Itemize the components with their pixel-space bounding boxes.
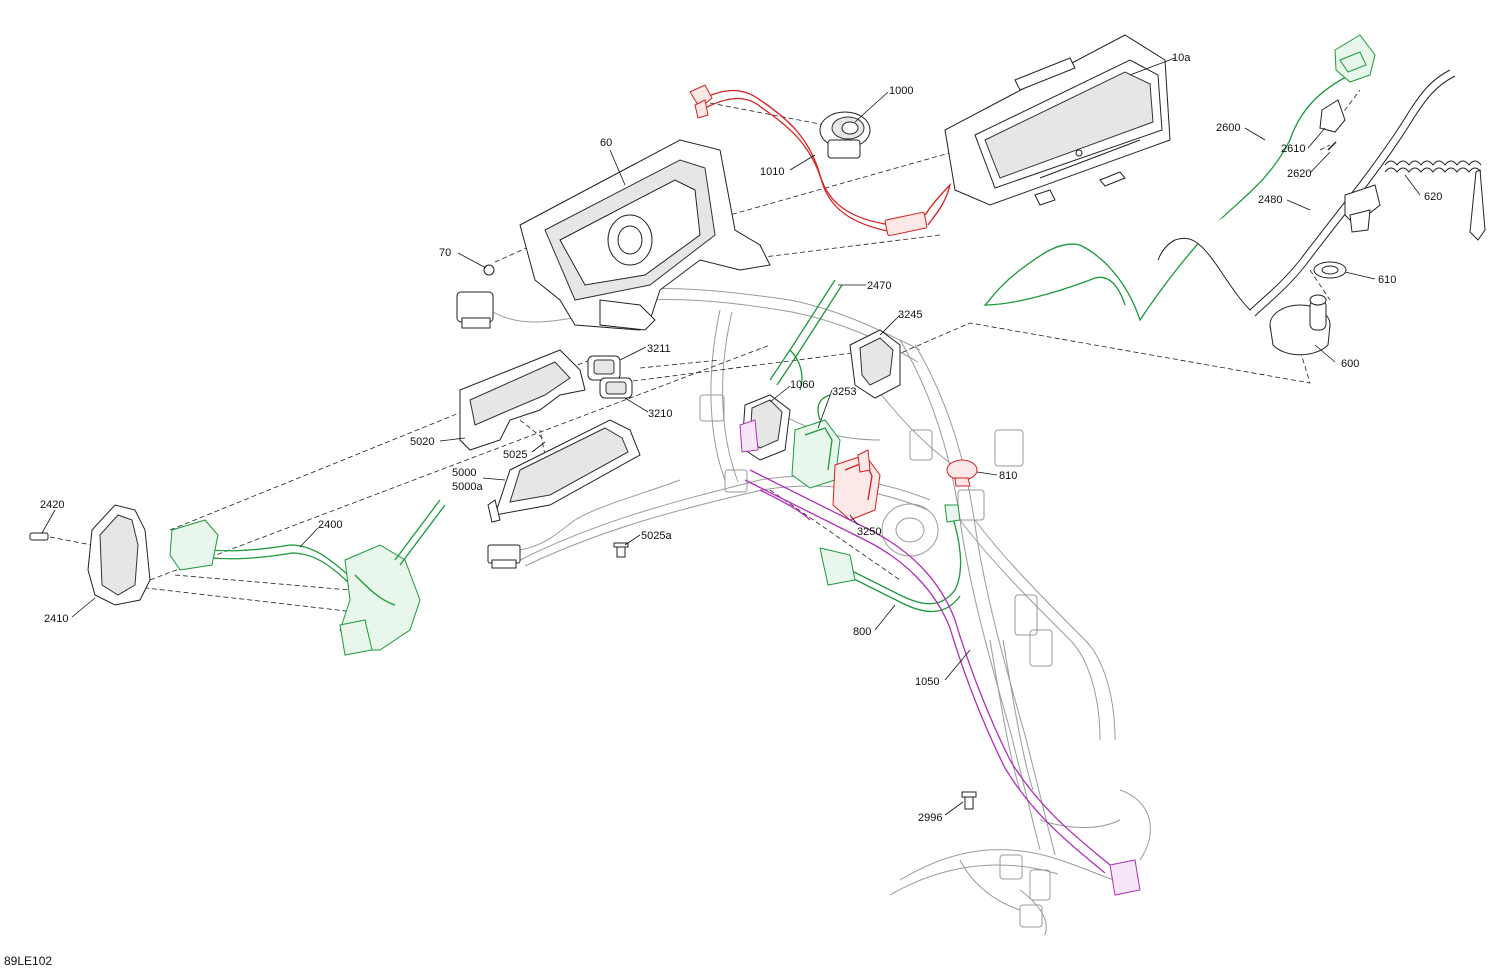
- label-1060: 1060: [790, 379, 814, 391]
- label-10a: 10a: [1172, 52, 1191, 64]
- label-620: 620: [1424, 191, 1442, 203]
- instrument-cluster: [944, 34, 1171, 206]
- part-labels: 10a 1000 1010 60 70 2600 2610 2620 620 2…: [40, 52, 1442, 824]
- bracket-side-connector: [456, 291, 591, 329]
- steering-frame: [519, 287, 1151, 936]
- label-810: 810: [999, 470, 1017, 482]
- power-outlet: [819, 111, 871, 159]
- label-5000: 5000: [452, 467, 476, 479]
- label-5000a: 5000a: [452, 481, 483, 493]
- label-3253: 3253: [832, 386, 856, 398]
- red-plug-810: [946, 459, 978, 487]
- label-2470: 2470: [867, 280, 891, 292]
- outlet-harness: [689, 84, 952, 237]
- label-60: 60: [600, 137, 612, 149]
- label-2620: 2620: [1287, 168, 1311, 180]
- label-3245: 3245: [898, 309, 922, 321]
- label-70: 70: [439, 247, 451, 259]
- label-1010: 1010: [760, 166, 784, 178]
- label-2400: 2400: [318, 519, 342, 531]
- label-2420: 2420: [40, 499, 64, 511]
- screw-5025a: [613, 542, 629, 558]
- throttle-rod: [1157, 69, 1456, 317]
- label-1050: 1050: [915, 676, 939, 688]
- harness-1050: [744, 469, 1141, 896]
- upper-right-harness: [983, 34, 1376, 322]
- label-600: 600: [1341, 358, 1359, 370]
- green-tube-2470: [769, 279, 843, 391]
- connectors-3211-3210: [587, 355, 633, 399]
- label-2410: 2410: [44, 613, 68, 625]
- label-2996: 2996: [918, 812, 942, 824]
- console-5000: [487, 419, 641, 523]
- switch-3250: [832, 449, 881, 521]
- label-800: 800: [853, 626, 871, 638]
- label-3211: 3211: [647, 343, 671, 355]
- label-1000: 1000: [889, 85, 913, 97]
- label-2600: 2600: [1216, 122, 1240, 134]
- ring-610: [1313, 261, 1347, 279]
- label-5025a: 5025a: [641, 530, 672, 542]
- label-2610: 2610: [1281, 143, 1305, 155]
- console-5020: [459, 349, 586, 451]
- handlebar-switch-2400: [169, 499, 446, 656]
- leader-lines: [41, 57, 1421, 816]
- ignition-switch: [1269, 294, 1331, 356]
- harness-800: [819, 504, 962, 613]
- coiled-cord: [1344, 160, 1486, 241]
- label-5020: 5020: [410, 436, 434, 448]
- label-610: 610: [1378, 274, 1396, 286]
- left-cover-2410: [87, 504, 151, 606]
- assembly-lines: [49, 89, 1361, 613]
- left-harness-branch: [487, 479, 681, 569]
- switch-1060: [739, 394, 791, 461]
- switch-3253: [791, 394, 841, 489]
- label-5025: 5025: [503, 449, 527, 461]
- document-reference: 89LE102: [4, 954, 53, 968]
- label-3210: 3210: [648, 408, 672, 420]
- clip-2610: [1319, 99, 1346, 151]
- screw-2996: [961, 791, 977, 810]
- switch-3245: [849, 329, 901, 399]
- cluster-bracket: [519, 139, 771, 331]
- bracket-screw: [483, 264, 495, 276]
- screw-2420: [29, 532, 49, 541]
- label-2480: 2480: [1258, 194, 1282, 206]
- label-3250: 3250: [857, 526, 881, 538]
